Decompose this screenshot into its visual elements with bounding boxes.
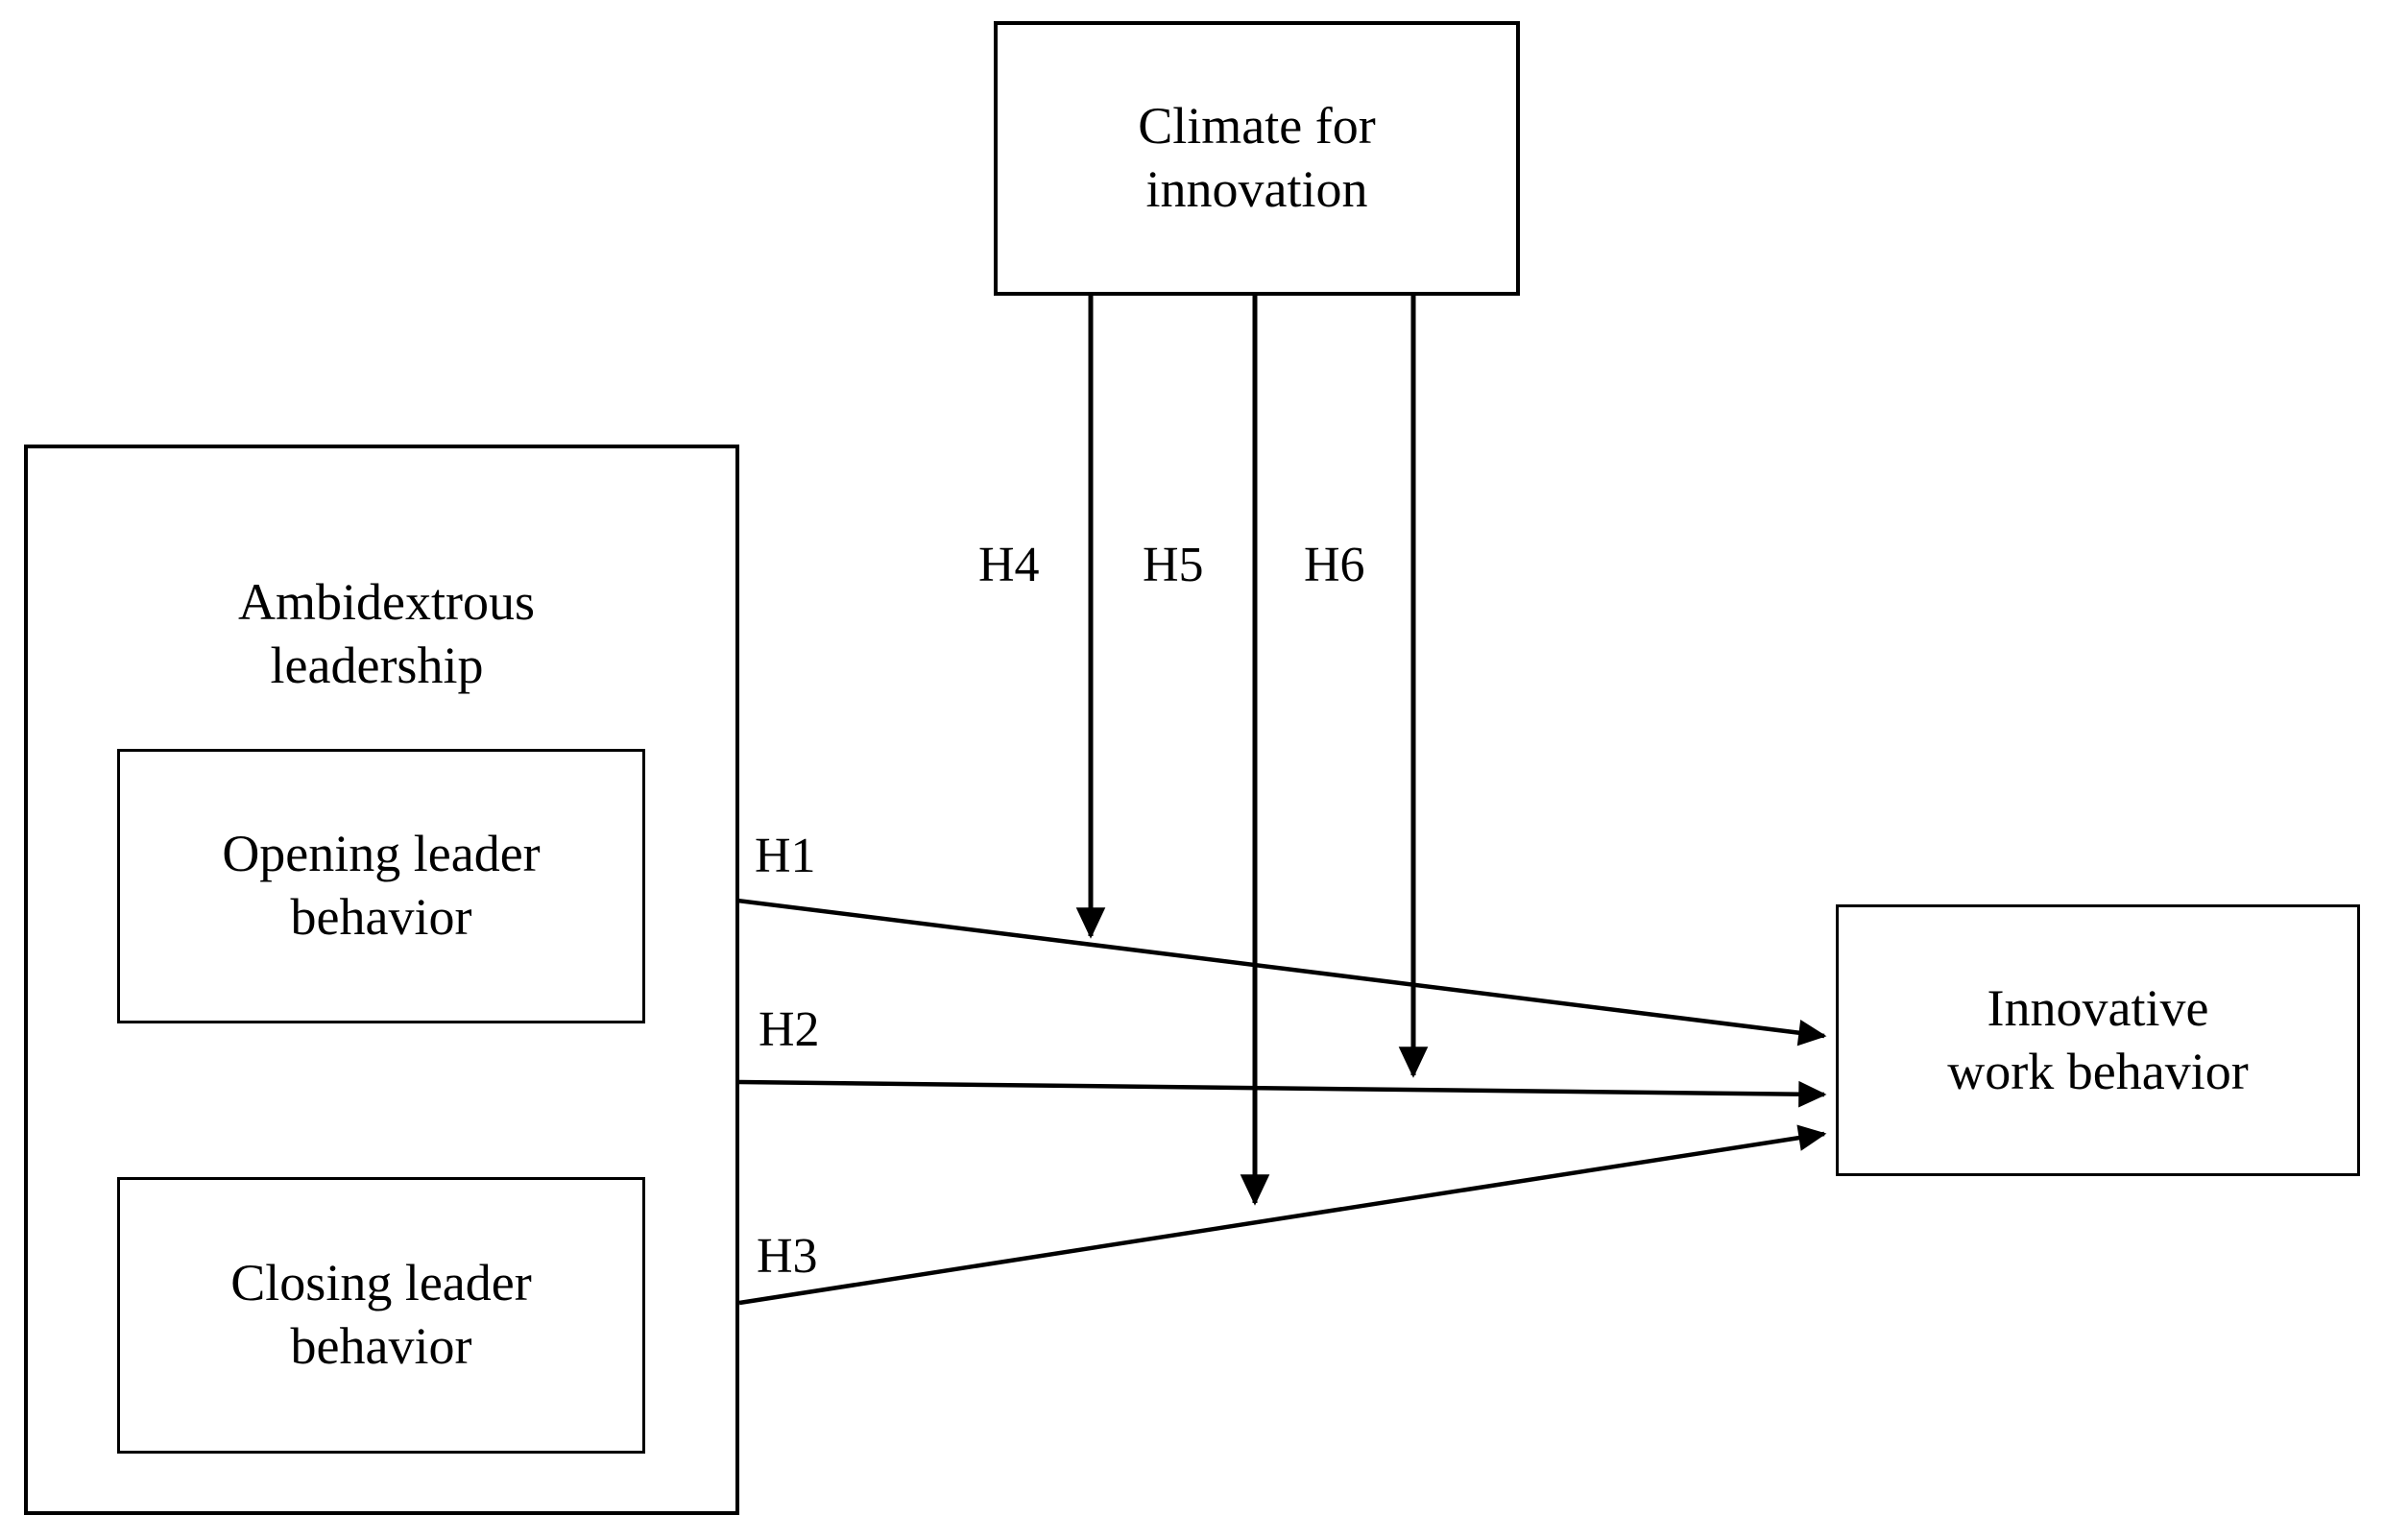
node-climate-label: Climate for innovation [1138,97,1376,218]
node-opening-label: Opening leader behavior [222,825,541,946]
hypothesis-label-h2: H2 [759,1002,820,1057]
node-climate-for-innovation[interactable]: Climate for innovation [994,21,1520,296]
node-ambidextrous-label: Ambidextrous leadership [238,573,535,694]
node-innovative-work-behavior[interactable]: Innovative work behavior [1836,904,2360,1176]
hypothesis-label-h4: H4 [978,538,1040,592]
hypothesis-label-h6: H6 [1304,538,1365,592]
node-ambidextrous-title-wrap: Ambidextrous leadership [28,571,735,698]
hypothesis-label-h1: H1 [755,829,816,883]
edge-h3-direct [738,1124,1827,1306]
hypothesis-label-h3: H3 [757,1229,818,1284]
node-closing-leader-behavior[interactable]: Closing leader behavior [117,1177,645,1454]
edge-h1-direct [644,886,1827,1047]
edge-h2-direct [738,1079,1827,1108]
hypothesis-label-h5: H5 [1143,538,1204,592]
node-outcome-label: Innovative work behavior [1947,978,2249,1100]
node-opening-leader-behavior[interactable]: Opening leader behavior [117,749,645,1023]
node-closing-label: Closing leader behavior [230,1254,532,1375]
